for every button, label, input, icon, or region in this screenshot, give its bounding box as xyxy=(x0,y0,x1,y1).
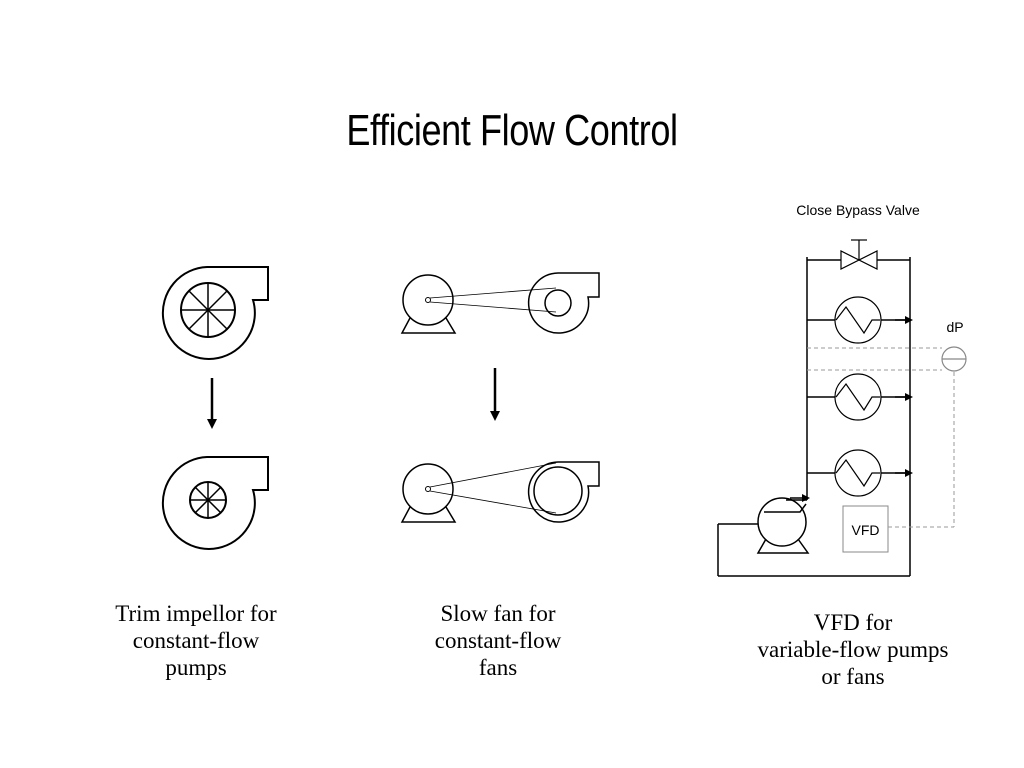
bypass-valve-icon xyxy=(840,239,878,270)
caption-line: constant-flow xyxy=(434,628,562,653)
piping xyxy=(717,257,911,577)
caption-line: pumps xyxy=(165,655,227,680)
fan-housing-top xyxy=(527,272,600,334)
full-impeller-icon xyxy=(181,283,235,337)
pump-icon xyxy=(756,497,810,554)
caption-line: variable-flow pumps xyxy=(757,637,949,662)
caption-line: or fans xyxy=(821,664,885,689)
belt-drive-top xyxy=(429,287,557,313)
caption-line: fans xyxy=(478,655,518,680)
caption-vfd: VFD for variable-flow pumps or fans xyxy=(718,609,988,690)
flow-arrows xyxy=(790,316,913,502)
caption-slow-fan: Slow fan for constant-flow fans xyxy=(378,600,618,681)
page-title: Efficient Flow Control xyxy=(346,106,678,155)
dp-label: dP xyxy=(946,319,963,335)
bypass-valve-label: Close Bypass Valve xyxy=(796,202,920,218)
motor-icon-bottom xyxy=(400,463,457,523)
coil-icon xyxy=(834,296,882,344)
belt-drive-bottom xyxy=(429,462,557,514)
vfd-box xyxy=(842,505,889,553)
caption-trim-impellor: Trim impellor for constant-flow pumps xyxy=(76,600,316,681)
coil-icon xyxy=(834,373,882,421)
coil-icon xyxy=(834,449,882,497)
trimmed-impeller-icon xyxy=(190,482,226,518)
caption-line: VFD for xyxy=(813,610,893,635)
dp-sensor-icon xyxy=(941,346,967,372)
caption-line: Slow fan for xyxy=(440,601,556,626)
control-lines xyxy=(807,347,955,528)
pump-volute-trimmed xyxy=(161,456,269,550)
vfd-label: VFD xyxy=(852,522,880,538)
motor-icon-top xyxy=(400,274,457,334)
caption-line: constant-flow xyxy=(132,628,260,653)
pump-volute-original xyxy=(161,266,269,360)
caption-line: Trim impellor for xyxy=(115,601,277,626)
fan-housing-bottom xyxy=(527,461,600,523)
